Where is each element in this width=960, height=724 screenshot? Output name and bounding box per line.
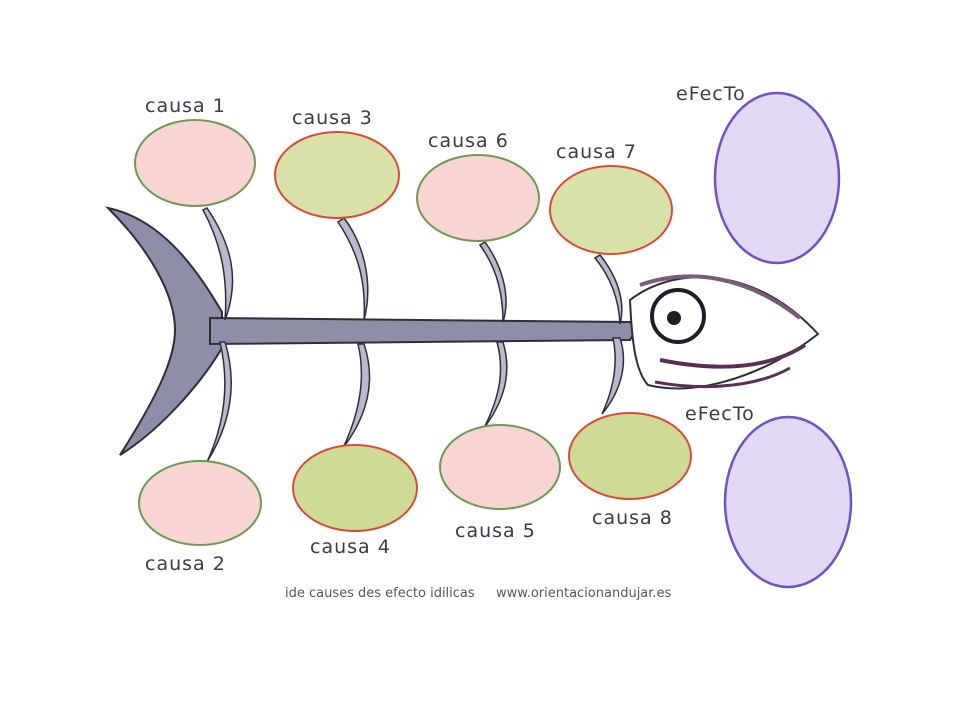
cause-ellipse-6[interactable] — [416, 154, 540, 242]
cause-ellipse-5[interactable] — [439, 424, 561, 510]
rib-upper-3 — [478, 241, 507, 323]
fish-tail — [104, 206, 223, 456]
rib-upper-1 — [201, 207, 234, 321]
rib-lower-4 — [601, 337, 625, 415]
effect-ellipse-bottom[interactable] — [723, 415, 853, 589]
rib-lower-3 — [483, 341, 508, 429]
rib-upper-4 — [593, 254, 623, 325]
cause-ellipse-1[interactable] — [134, 119, 256, 207]
cause-label-3: causa 3 — [292, 107, 373, 129]
fish-head-stripe — [639, 274, 802, 320]
cause-label-7: causa 7 — [556, 141, 637, 163]
fish-spine — [209, 316, 638, 346]
effect-ellipse-top[interactable] — [713, 91, 841, 265]
cause-label-6: causa 6 — [428, 130, 509, 152]
cause-ellipse-2[interactable] — [138, 460, 262, 546]
cause-label-1: causa 1 — [145, 95, 226, 117]
fish-jaw — [654, 366, 791, 389]
footer-credit-right[interactable]: www.orientacionandujar.es — [496, 586, 672, 601]
cause-label-4: causa 4 — [310, 536, 391, 558]
rib-lower-2 — [342, 343, 371, 449]
effect-label-top: eFecTo — [676, 83, 746, 105]
cause-ellipse-4[interactable] — [292, 444, 418, 532]
cause-label-5: causa 5 — [455, 520, 536, 542]
rib-upper-2 — [336, 216, 369, 321]
cause-ellipse-7[interactable] — [549, 165, 673, 255]
footer-credit-left: ide causes des efecto idilicas — [285, 586, 475, 601]
cause-label-8: causa 8 — [592, 507, 673, 529]
cause-ellipse-3[interactable] — [274, 131, 400, 219]
effect-label-bottom: eFecTo — [685, 403, 755, 425]
cause-label-2: causa 2 — [145, 553, 226, 575]
fish-mouth — [659, 343, 807, 369]
fish-eye — [650, 288, 706, 344]
cause-ellipse-8[interactable] — [568, 412, 692, 500]
